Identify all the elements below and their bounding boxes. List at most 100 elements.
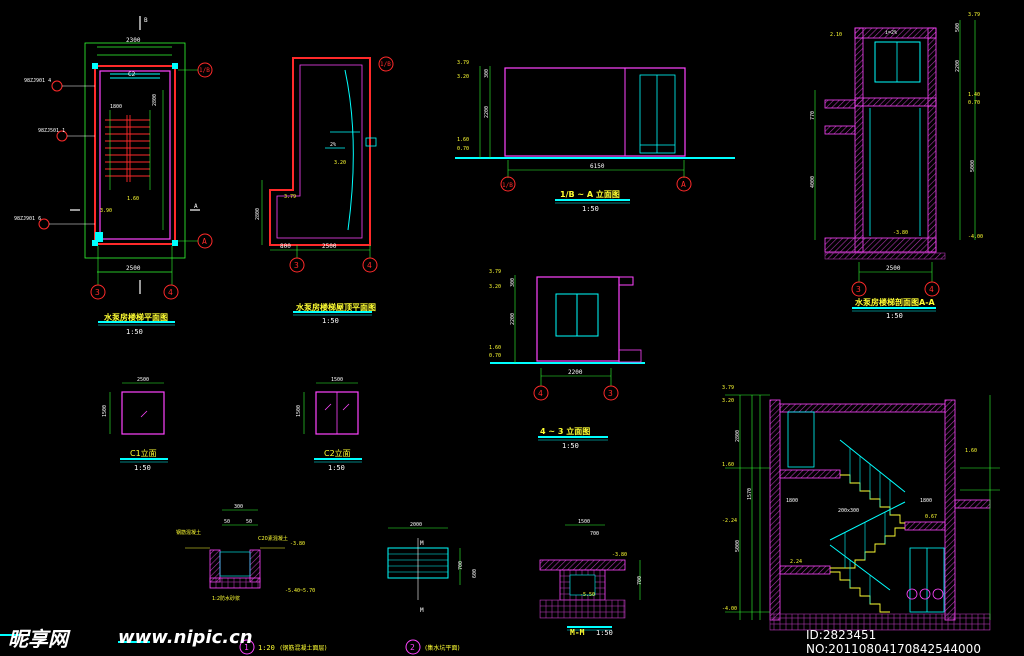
plan2-level2: 3.20 (334, 160, 346, 166)
c1-scale: 1:50 (134, 464, 151, 472)
detail2-label-bottom: M (420, 607, 424, 614)
mm-scale: 1:50 (596, 629, 613, 637)
plan1-label-a-side: A (194, 203, 198, 210)
section-level-4: -3.80 (893, 230, 908, 236)
big-note: 200x300 (838, 508, 859, 514)
section-dim-4: 770 (810, 111, 816, 120)
plan2-dim-side: 2800 (255, 208, 261, 220)
section-level-0: 3.79 (968, 12, 980, 18)
detail-2: 2000 700 600 M M 2 (集水坑平面) (387, 522, 478, 655)
elev1-scale: 1:50 (582, 205, 599, 213)
plan2-axis-3: 3 (294, 261, 299, 270)
c2-scale: 1:50 (328, 464, 345, 472)
plan2-roof-plan: 1/B 3 4 2500 800 2800 3.79 2% 3.20 水泵房楼梯… (255, 56, 394, 325)
c1-title: C1立面 (130, 448, 157, 458)
elev1-level-1: 3.20 (457, 74, 469, 80)
section-dim-0: 500 (955, 23, 961, 32)
elev1-level-2: 1.60 (457, 137, 469, 143)
detail1-dim-0: 300 (234, 504, 243, 510)
elev2-scale: 1:50 (562, 442, 579, 450)
section-level-1: 2.10 (830, 32, 842, 38)
plan2-axis-1b: 1/B (380, 61, 391, 68)
detail2-dim-0: 2000 (410, 522, 422, 528)
section-axis-3: 3 (856, 285, 861, 294)
big-level-1: 3.20 (722, 398, 734, 404)
c2-title: C2立面 (324, 448, 351, 458)
big-dim-4: 1570 (747, 488, 753, 500)
elev2-level-0: 3.79 (489, 269, 501, 275)
big-level-3: -2.24 (722, 518, 737, 524)
big-dim-0: 2800 (735, 430, 741, 442)
plan1-dim-side: 2800 (152, 94, 158, 106)
plan2-scale: 1:50 (322, 317, 339, 325)
detail1-num: 1 (244, 643, 249, 652)
mm-dim-2: 700 (637, 576, 643, 585)
elev2-dim-bottom: 2200 (568, 369, 583, 376)
elev2-level-3: 0.70 (489, 353, 501, 359)
plan1-dim-bottom: 2500 (126, 265, 141, 272)
detail1-dim-2: 50 (246, 519, 252, 525)
plan1-ref-2: 98ZJ501 1 (38, 128, 65, 134)
detail2-dim-1: 700 (458, 561, 464, 570)
c1-dim-w: 2500 (137, 377, 149, 383)
detail1-note: (钢筋混凝土面层) (280, 644, 327, 652)
plan1-stair-floor-plan: 2300 1800 2800 2500 C2 1.60 3.90 98ZJ901… (14, 16, 213, 336)
c1-dim-h: 1500 (102, 405, 108, 417)
plan2-title: 水泵房楼梯屋顶平面图 (295, 302, 376, 312)
plan1-ref-3: 98ZJ901 6 (14, 216, 41, 222)
elev1-level-3: 0.70 (457, 146, 469, 152)
elev2-dim-1: 2200 (510, 313, 516, 325)
mm-level-0: -3.80 (612, 552, 627, 558)
detail-1: 300 50 50 -3.80 -5.40~5.70 C20素混凝土 钢筋混凝土… (176, 504, 327, 655)
section-label-slope: i=2% (885, 30, 897, 36)
plan1-label-c2: C2 (128, 71, 136, 78)
detail1-level-1: -5.40~5.70 (285, 588, 315, 594)
elev1-dim-bottom: 6150 (590, 163, 605, 170)
mm-title: M-M (570, 628, 585, 637)
plan2-axis-4: 4 (367, 261, 372, 270)
plan1-title: 水泵房楼梯平面图 (103, 312, 168, 322)
big-dim-2: 1800 (920, 498, 932, 504)
mm-dim-1: 700 (590, 531, 599, 537)
plan2-level: 3.79 (284, 194, 296, 200)
plan1-level-1: 1.60 (127, 196, 139, 202)
elev1-axis-left: 1/B (502, 182, 513, 189)
plan2-dim-bottom: 2500 (322, 243, 337, 250)
watermark-brand: 昵享网 (8, 627, 68, 651)
mm-level-1: -5.50 (580, 592, 595, 598)
detail1-dim-1: 50 (224, 519, 230, 525)
detail2-num: 2 (410, 643, 415, 652)
big-stair-section: 3.79 3.20 1.60 -2.24 -4.00 2800 1800 180… (722, 385, 1000, 631)
detail1-level-0: -3.80 (290, 541, 305, 547)
elev1-level-0: 3.79 (457, 60, 469, 66)
elev2-dim-0: 300 (510, 278, 516, 287)
c2-dim-w: 1500 (331, 377, 343, 383)
elev1-dim-1: 2200 (484, 106, 490, 118)
section-dim-bottom: 2500 (886, 265, 901, 272)
elev2-level-2: 1.60 (489, 345, 501, 351)
plan2-dim-left: 800 (280, 243, 291, 250)
c2-dim-h: 1500 (296, 405, 302, 417)
plan1-dim-top: 2300 (126, 37, 141, 44)
elev1-dim-0: 300 (484, 69, 490, 78)
elev1-elevation: 3.79 3.20 1.60 0.70 300 2200 6150 1/B A … (455, 60, 735, 213)
elev2-axis-right: 3 (608, 389, 613, 398)
section-level-2: 1.40 (968, 92, 980, 98)
plan1-dim-mid: 1800 (110, 104, 122, 110)
plan1-ref-1: 98ZJ901 4 (24, 78, 51, 84)
section-dim-3: 5000 (970, 160, 976, 172)
big-label-0: 0.67 (925, 514, 937, 520)
detail2-note: (集水坑平面) (425, 644, 460, 652)
window-c2: 1500 1500 C2立面 1:50 (296, 377, 362, 472)
detail2-label-top: M (420, 540, 424, 547)
detail1-label-0: C20素混凝土 (258, 535, 288, 542)
mm-dim-0: 1500 (578, 519, 590, 525)
watermark-id: ID:2823451 NO:20110804170842544000 (806, 628, 981, 656)
big-label-1: 1.60 (965, 448, 977, 454)
watermark-url: www.nipic.cn (118, 627, 253, 648)
detail1-label-1: 钢筋混凝土 (176, 529, 201, 536)
plan1-axis-1b: 1/B (199, 67, 210, 74)
big-label-2: 2.24 (790, 559, 802, 565)
big-dim-1: 1800 (786, 498, 798, 504)
